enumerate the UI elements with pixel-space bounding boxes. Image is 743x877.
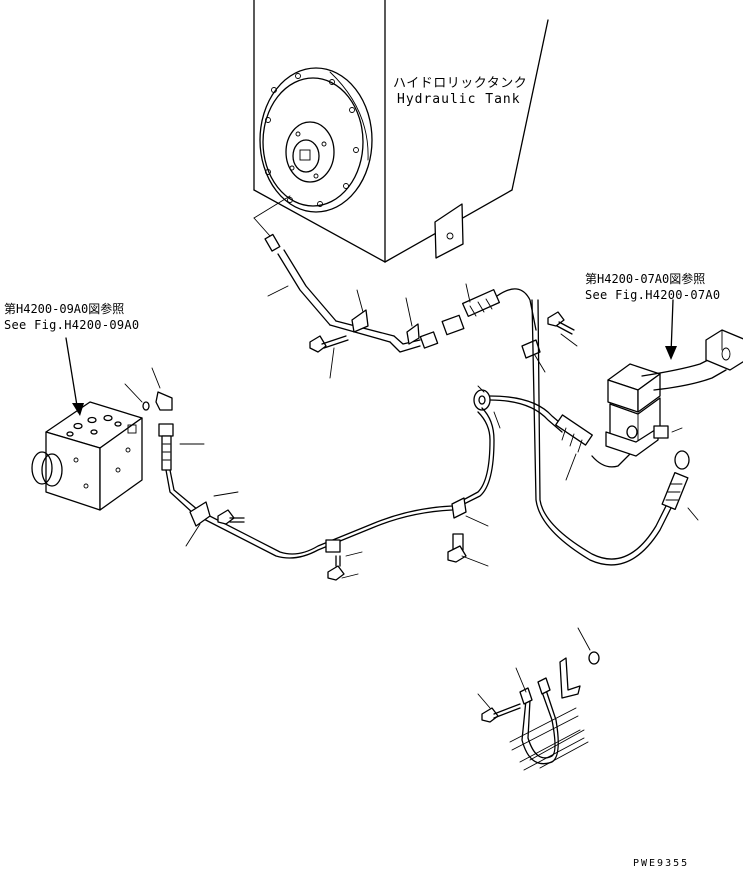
ground-strap-detail	[481, 651, 600, 771]
reference-left-japanese: 第H4200-09A0図参照	[4, 301, 124, 316]
drawing-code: PWE9355	[633, 858, 689, 869]
pilot-valve	[605, 329, 743, 457]
reference-right-english: See Fig.H4200-07A0	[585, 288, 720, 302]
reference-right-japanese: 第H4200-07A0図参照	[585, 271, 705, 286]
reference-left-english: See Fig.H4200-09A0	[4, 318, 139, 332]
upper-hose-assembly	[253, 195, 537, 353]
tank-label-japanese: ハイドロリックタンク	[393, 76, 527, 91]
tank-label-english: Hydraulic Tank	[397, 92, 521, 107]
hydraulic-tank	[253, 0, 549, 263]
lower-hose-assembly	[158, 407, 495, 581]
valve-block	[31, 401, 143, 511]
